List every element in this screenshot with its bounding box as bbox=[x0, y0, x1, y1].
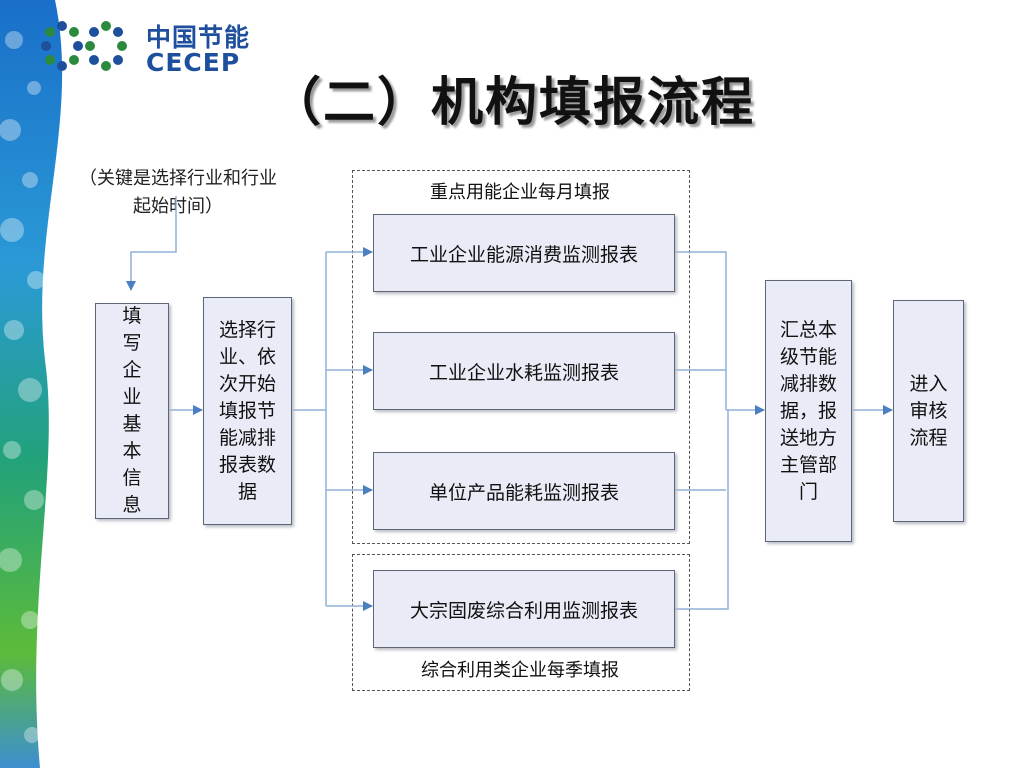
report-box-water: 工业企业水耗监测报表 bbox=[373, 332, 675, 410]
logo: 中国节能 CECEP bbox=[38, 18, 278, 80]
monthly-group-label: 重点用能企业每月填报 bbox=[430, 182, 610, 203]
fill-basic-info-box: 填写企业基本信息 bbox=[95, 303, 169, 519]
select-industry-label: 选择行业、依次开始填报节能减排报表数据 bbox=[218, 318, 276, 503]
report-box-solid-waste: 大宗固废综合利用监测报表 bbox=[373, 570, 675, 648]
fill-basic-info-label: 填写企业基本信息 bbox=[122, 305, 142, 516]
logo-mark-icon bbox=[41, 21, 127, 71]
review-label: 进入审核流程 bbox=[909, 372, 948, 449]
report-box-unit-product: 单位产品能耗监测报表 bbox=[373, 452, 675, 530]
report-box-energy: 工业企业能源消费监测报表 bbox=[373, 214, 675, 292]
report-label-energy: 工业企业能源消费监测报表 bbox=[409, 243, 638, 266]
report-label-water: 工业企业水耗监测报表 bbox=[428, 361, 619, 384]
logo-text-english: CECEP bbox=[146, 48, 241, 77]
review-box: 进入审核流程 bbox=[893, 300, 964, 522]
report-label-unit-product: 单位产品能耗监测报表 bbox=[428, 481, 619, 504]
monthly-group bbox=[352, 170, 690, 544]
summary-box: 汇总本级节能减排数据，报送地方主管部门 bbox=[765, 280, 852, 542]
report-label-solid-waste: 大宗固废综合利用监测报表 bbox=[409, 599, 638, 622]
key-note: （关键是选择行业和行业起始时间） bbox=[79, 168, 277, 217]
logo-text-chinese: 中国节能 bbox=[146, 23, 251, 52]
select-industry-box: 选择行业、依次开始填报节能减排报表数据 bbox=[203, 297, 292, 525]
quarterly-group bbox=[352, 554, 690, 691]
arrow-note-to-fill bbox=[126, 196, 177, 291]
quarterly-group-label: 综合利用类企业每季填报 bbox=[421, 660, 619, 681]
page-title: （二）机构填报流程 bbox=[268, 72, 755, 133]
summary-label: 汇总本级节能减排数据，报送地方主管部门 bbox=[779, 318, 837, 503]
